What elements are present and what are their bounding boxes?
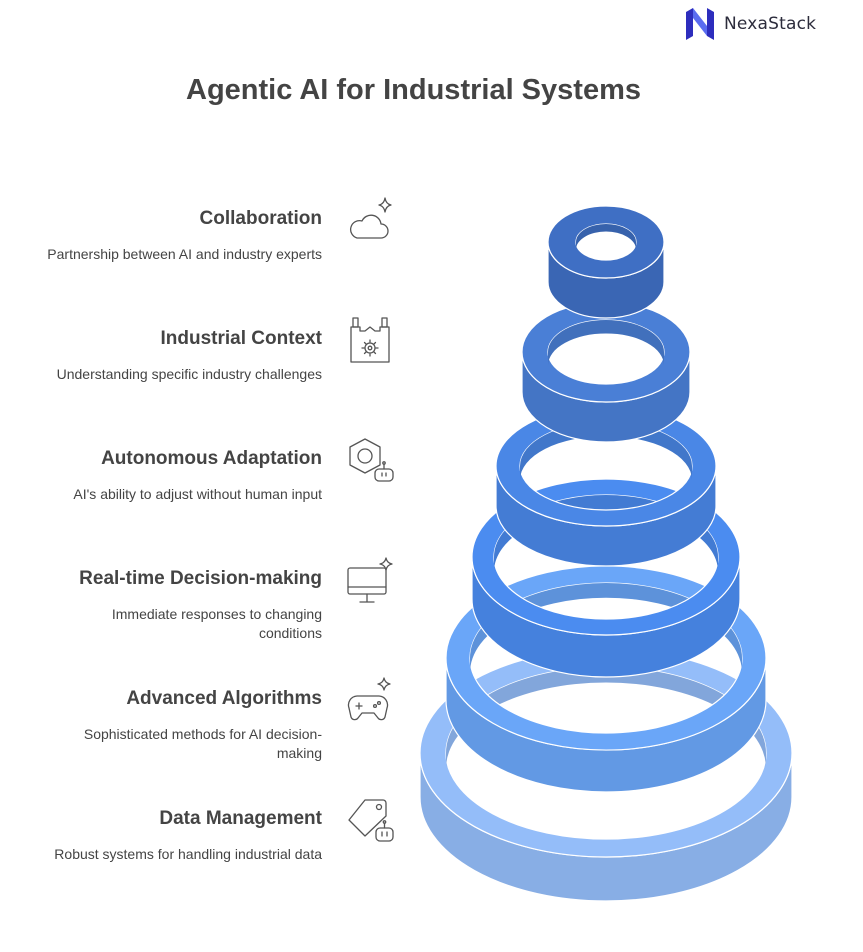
layer-description: Understanding specific industry challeng…: [22, 365, 322, 384]
layer-title: Industrial Context: [0, 327, 322, 351]
ring-layer: [472, 479, 740, 677]
cloud-sparkle-icon: [343, 196, 397, 244]
ring-inner-wall: [576, 224, 636, 250]
ring-layer: [522, 302, 690, 442]
ring-side: [522, 352, 690, 442]
factory-gear-icon: [343, 316, 397, 364]
layer-real-time-decision-making: Real-time Decision-making Immediate resp…: [0, 567, 322, 643]
hexagon-robot-icon: [343, 436, 397, 484]
layer-description: Partnership between AI and industry expe…: [22, 245, 322, 264]
ring-layer: [446, 566, 766, 792]
ring-top: [446, 566, 766, 750]
layer-collaboration: Collaboration Partnership between AI and…: [0, 207, 322, 264]
layer-advanced-algorithms: Advanced Algorithms Sophisticated method…: [0, 687, 322, 763]
ring-inner-wall: [470, 583, 742, 673]
layer-title: Data Management: [0, 807, 322, 831]
layer-autonomous-adaptation: Autonomous Adaptation AI's ability to ad…: [0, 447, 322, 504]
ring-inner-wall: [494, 495, 718, 572]
ring-side: [472, 557, 740, 677]
brand-name: NexaStack: [724, 14, 816, 34]
ring-top: [548, 206, 664, 278]
ring-top: [420, 649, 792, 857]
ring-inner-wall: [520, 422, 692, 480]
ring-top: [496, 406, 716, 526]
ring-side: [446, 658, 766, 792]
nexastack-logo-icon: [686, 8, 714, 40]
layer-title: Autonomous Adaptation: [0, 447, 322, 471]
ring-top: [472, 479, 740, 635]
layer-title: Advanced Algorithms: [0, 687, 322, 711]
brand: NexaStack: [686, 8, 816, 40]
layer-description: Sophisticated methods for AI decision-ma…: [60, 725, 322, 763]
layer-description: Immediate responses to changing conditio…: [82, 605, 322, 643]
gamepad-sparkle-icon: [343, 676, 397, 724]
layer-data-management: Data Management Robust systems for handl…: [0, 807, 322, 864]
ring-layer: [496, 406, 716, 566]
layer-industrial-context: Industrial Context Understanding specifi…: [0, 327, 322, 384]
layer-description: AI's ability to adjust without human inp…: [22, 485, 322, 504]
ring-inner-wall: [446, 667, 766, 768]
ring-side: [496, 466, 716, 566]
ring-top: [522, 302, 690, 402]
layer-title: Collaboration: [0, 207, 322, 231]
ring-side: [548, 242, 664, 318]
ring-layer: [420, 649, 792, 901]
layer-description: Robust systems for handling industrial d…: [22, 845, 322, 864]
layer-title: Real-time Decision-making: [0, 567, 322, 591]
ring-layer: [548, 206, 664, 318]
ring-side: [420, 753, 792, 901]
page-title: Agentic AI for Industrial Systems: [0, 74, 827, 107]
ring-inner-wall: [548, 320, 664, 365]
tag-robot-icon: [343, 796, 397, 844]
monitor-sparkle-icon: [343, 556, 397, 604]
